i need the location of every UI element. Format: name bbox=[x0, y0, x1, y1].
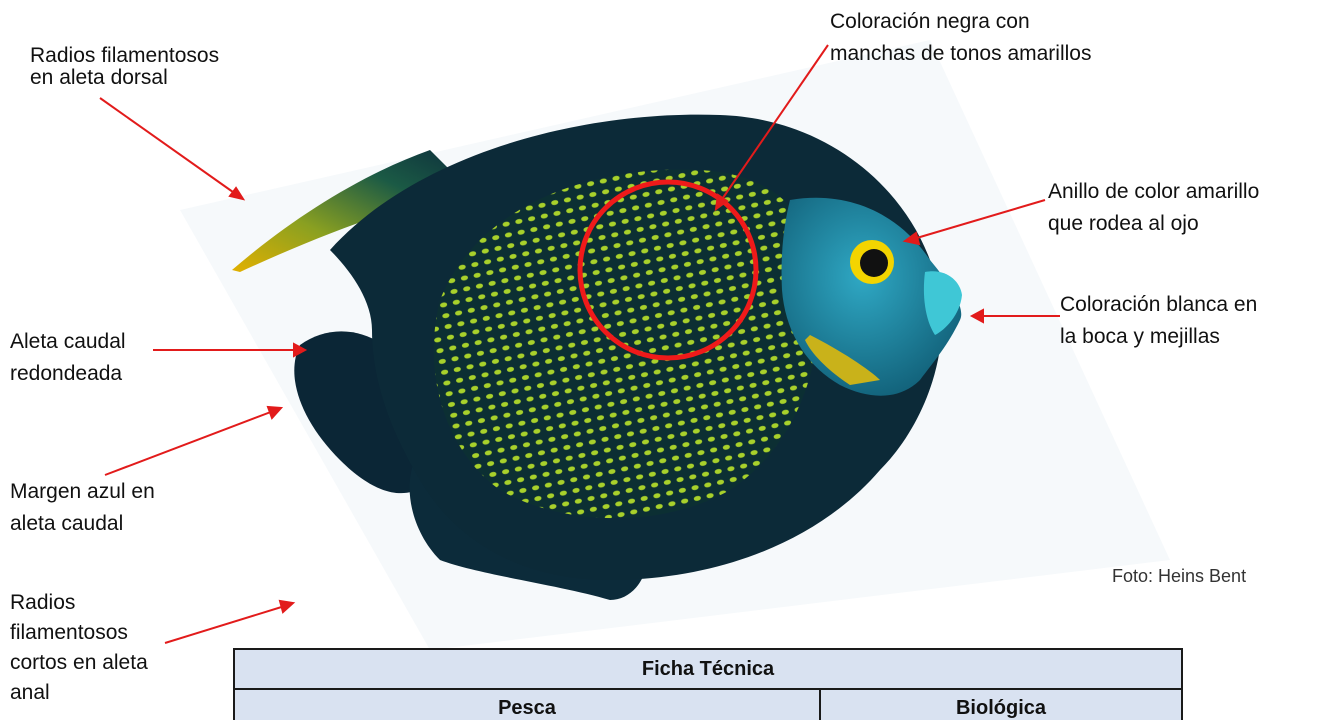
ficha-title: Ficha Técnica bbox=[235, 650, 1181, 690]
label-dorsal-rays: Radios filamentosos en aleta dorsal bbox=[30, 42, 219, 92]
label-eye-ring: Anillo de color amarillo que rodea al oj… bbox=[1048, 178, 1259, 238]
fish-illustration bbox=[0, 0, 1321, 711]
fish-anatomy-diagram: Radios filamentosos en aleta dorsal Colo… bbox=[0, 0, 1321, 711]
photo-credit: Foto: Heins Bent bbox=[1112, 566, 1246, 587]
label-body-color: Coloración negra con manchas de tonos am… bbox=[830, 8, 1091, 68]
label-anal-rays: Radios filamentosos cortos en aleta anal bbox=[10, 588, 148, 708]
ficha-col-biologica: Biológica bbox=[821, 690, 1181, 720]
label-caudal-fin: Aleta caudal redondeada bbox=[10, 328, 126, 388]
ficha-col-pesca: Pesca bbox=[235, 690, 821, 720]
eye-pupil bbox=[860, 249, 888, 277]
ficha-columns: Pesca Biológica bbox=[235, 690, 1181, 720]
label-mouth-color: Coloración blanca en la boca y mejillas bbox=[1060, 291, 1257, 351]
label-caudal-margin: Margen azul en aleta caudal bbox=[10, 478, 155, 538]
ficha-tecnica-table: Ficha Técnica Pesca Biológica bbox=[233, 648, 1183, 720]
